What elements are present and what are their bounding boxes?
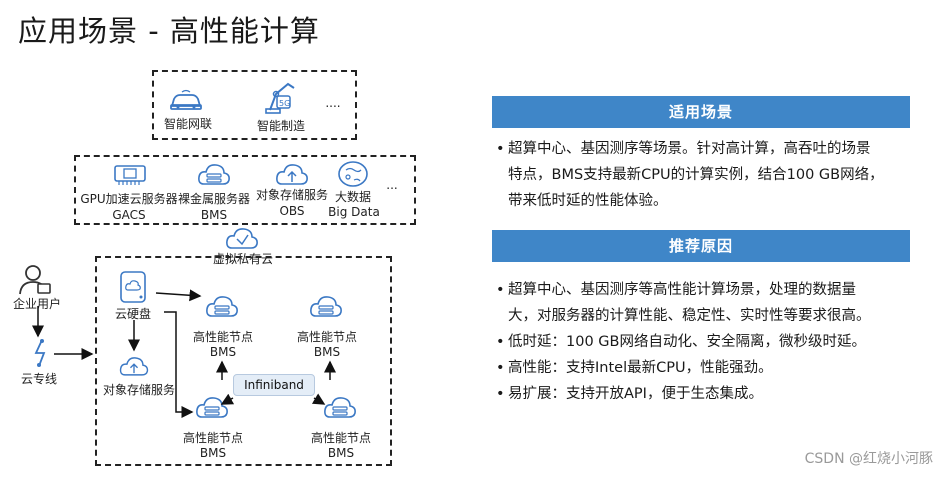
service-group bbox=[74, 155, 416, 225]
user-icon bbox=[18, 262, 52, 296]
cloud-disk-icon bbox=[117, 270, 149, 306]
service-sub-gpu: GACS bbox=[112, 208, 146, 222]
compute-node-label: 高性能节点 bbox=[182, 431, 243, 445]
compute-node-sub: BMS bbox=[313, 345, 341, 359]
direct-connect-icon bbox=[30, 338, 52, 368]
server-cloud-icon bbox=[322, 393, 358, 421]
vpc-cloud-icon bbox=[224, 225, 260, 251]
svg-text:5G: 5G bbox=[279, 99, 290, 108]
compute-node-label: 高性能节点 bbox=[310, 431, 371, 445]
object-storage-icon bbox=[118, 353, 150, 379]
applicable-line-3: 带来低时延的性能体验。 bbox=[508, 193, 668, 209]
smart-manufacturing-icon: 5G bbox=[262, 76, 302, 116]
scenario-more: .... bbox=[325, 96, 341, 110]
scenario-group bbox=[152, 70, 357, 140]
service-sub-bms: BMS bbox=[200, 208, 228, 222]
service-label-obs: 对象存储服务 bbox=[255, 188, 328, 202]
connected-car-icon bbox=[168, 88, 204, 112]
object-storage-label: 对象存储服务 bbox=[102, 383, 175, 397]
compute-cluster-group bbox=[95, 256, 392, 466]
server-cloud-icon bbox=[194, 393, 230, 421]
compute-node-label: 高性能节点 bbox=[296, 330, 357, 344]
compute-node-sub: BMS bbox=[199, 446, 227, 460]
applicable-header: 适用场景 bbox=[492, 96, 910, 128]
service-sub-bigdata: Big Data bbox=[328, 205, 380, 219]
gpu-server-icon bbox=[113, 164, 147, 186]
cloud-disk-label: 云硬盘 bbox=[114, 307, 151, 321]
reasons-text: 超算中心、基因测序等高性能计算场景，处理的数据量 大，对服务器的计算性能、稳定性… bbox=[496, 277, 916, 407]
applicable-text: 超算中心、基因测序等场景。针对高计算，高吞吐的场景 特点，BMS支持最新CPU的… bbox=[496, 136, 916, 214]
reason-item-1-line-1: 超算中心、基因测序等高性能计算场景，处理的数据量 bbox=[496, 277, 916, 303]
reason-item-4: 易扩展：支持开放API，便于生态集成。 bbox=[496, 381, 916, 407]
reason-item-3: 高性能：支持Intel最新CPU，性能强劲。 bbox=[496, 355, 916, 381]
page-title: 应用场景 - 高性能计算 bbox=[18, 14, 320, 48]
scenario-label-connected-car: 智能网联 bbox=[163, 117, 212, 131]
service-label-bms: 裸金属服务器 bbox=[177, 192, 250, 206]
compute-node-sub: BMS bbox=[209, 345, 237, 359]
object-storage-icon bbox=[274, 160, 310, 188]
big-data-icon bbox=[336, 160, 370, 190]
reasons-header: 推荐原因 bbox=[492, 230, 910, 262]
direct-connect-label: 云专线 bbox=[20, 372, 57, 386]
vpc-label: 虚拟私有云 bbox=[212, 252, 273, 266]
watermark: CSDN @红烧小河豚 bbox=[804, 451, 933, 467]
compute-node-label: 高性能节点 bbox=[192, 330, 253, 344]
applicable-line-2: 特点，BMS支持最新CPU的计算实例，结合100 GB网络， bbox=[508, 167, 884, 183]
scenario-label-smart-manufacturing: 智能制造 bbox=[256, 119, 305, 133]
service-sub-obs: OBS bbox=[279, 204, 305, 218]
reason-item-2: 低时延：100 GB网络自动化、安全隔离，微秒级时延。 bbox=[496, 329, 916, 355]
bare-metal-server-icon bbox=[196, 160, 232, 188]
server-cloud-icon bbox=[204, 292, 240, 320]
server-cloud-icon bbox=[308, 292, 344, 320]
service-label-gpu: GPU加速云服务器 bbox=[80, 192, 178, 206]
applicable-line-1: 超算中心、基因测序等场景。针对高计算，高吞吐的场景 bbox=[496, 136, 916, 162]
enterprise-user-label: 企业用户 bbox=[12, 297, 61, 311]
service-more: ... bbox=[386, 178, 398, 192]
service-label-bigdata: 大数据 bbox=[334, 190, 371, 204]
infiniband-badge: Infiniband bbox=[233, 374, 315, 396]
reason-item-1-line-2: 大，对服务器的计算性能、稳定性、实时性等要求很高。 bbox=[508, 308, 871, 324]
compute-node-sub: BMS bbox=[327, 446, 355, 460]
